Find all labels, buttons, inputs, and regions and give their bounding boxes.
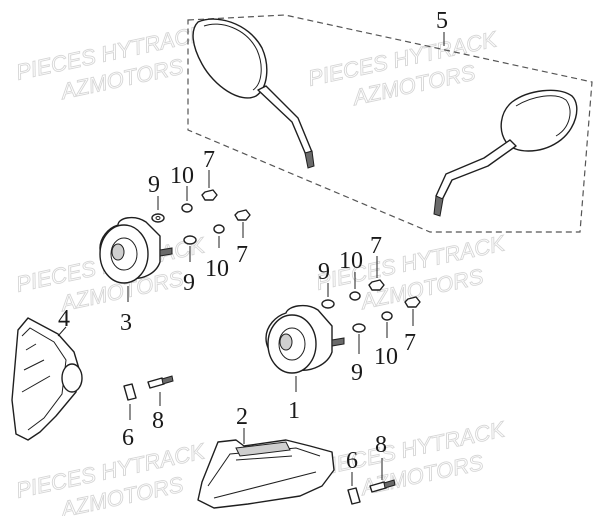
mirror-right-stem [435, 139, 517, 201]
watermark: PIECES HYTRACK AZMOTORS [13, 20, 208, 105]
mirror-left [192, 18, 315, 169]
callout-4: 4 [58, 306, 70, 332]
rear-light-bulb-socket [61, 363, 83, 393]
callout-9: 9 [183, 270, 195, 296]
callout-9: 9 [318, 259, 330, 285]
callout-1: 1 [288, 398, 300, 424]
mirror-right-edge [515, 95, 571, 137]
turn-signal-right-stud [331, 337, 345, 347]
callout-7: 7 [370, 233, 382, 259]
lock-washer [381, 311, 393, 321]
mirror-left-glass [192, 18, 268, 99]
mirror-right-glass [500, 89, 578, 152]
turn-signal-left-stud [159, 247, 173, 257]
hex-nut [368, 279, 385, 291]
watermark: PIECES HYTRACK AZMOTORS [313, 416, 508, 501]
mirror-left-edge [203, 23, 262, 91]
lock-washer [181, 203, 193, 213]
mirror-left-tip [304, 150, 315, 169]
mirror-right [433, 89, 578, 217]
callout-6: 6 [122, 425, 134, 451]
lock-washer [349, 291, 361, 301]
watermark: PIECES HYTRACK AZMOTORS [313, 230, 508, 315]
callout-6: 6 [346, 448, 358, 474]
turn-signal-right-lens-glare [279, 333, 293, 351]
washer [321, 299, 335, 309]
callout-9: 9 [351, 360, 363, 386]
mirror-set: 5 [187, 8, 593, 233]
turn-signal-left-lens-glare [111, 243, 125, 261]
rear-light: 4 [11, 306, 83, 441]
callout-9: 9 [148, 172, 160, 198]
callout-5: 5 [436, 8, 448, 34]
tail-light-bracket [235, 441, 291, 457]
spring-clip [123, 383, 137, 401]
callout-3: 3 [120, 310, 132, 336]
washer-hole [155, 216, 161, 220]
callout-8: 8 [152, 408, 164, 434]
tail-light-housing [197, 439, 335, 509]
clip-screw-right: 6 8 [346, 432, 396, 505]
callout-7: 7 [203, 147, 215, 173]
lock-washer [213, 224, 225, 234]
mirror-right-tip [433, 195, 444, 217]
callout-10: 10 [205, 256, 229, 282]
watermark: PIECES HYTRACK AZMOTORS [13, 438, 208, 516]
callout-10: 10 [374, 344, 398, 370]
clip-screw-left: 6 8 [122, 375, 174, 451]
screw-thread [161, 375, 174, 385]
hex-nut [201, 189, 218, 201]
spring-clip [347, 487, 361, 505]
callout-10: 10 [339, 248, 363, 274]
turn-signal-left-lens-inner [110, 237, 138, 271]
callout-leader [57, 326, 67, 337]
washer [183, 235, 197, 245]
turn-signal-right: 1 9 10 7 9 10 7 [265, 233, 421, 424]
washer [352, 323, 366, 333]
hex-nut [234, 209, 251, 221]
callout-2: 2 [236, 404, 248, 430]
callout-8: 8 [375, 432, 387, 458]
turn-signal-left: 3 9 10 7 9 10 7 [99, 147, 251, 336]
rear-light-lens-lines [21, 327, 67, 431]
mirror-left-stem [257, 85, 313, 156]
screw-thread [383, 479, 396, 489]
callout-7: 7 [404, 330, 416, 356]
turn-signal-right-lens-inner [278, 327, 306, 361]
callout-7: 7 [236, 242, 248, 268]
washer [151, 213, 165, 223]
hex-nut [404, 296, 421, 308]
callout-10: 10 [170, 163, 194, 189]
mirror-group-outline [187, 14, 593, 233]
tail-light: 2 [197, 404, 335, 509]
watermark: PIECES HYTRACK AZMOTORS [305, 26, 500, 111]
